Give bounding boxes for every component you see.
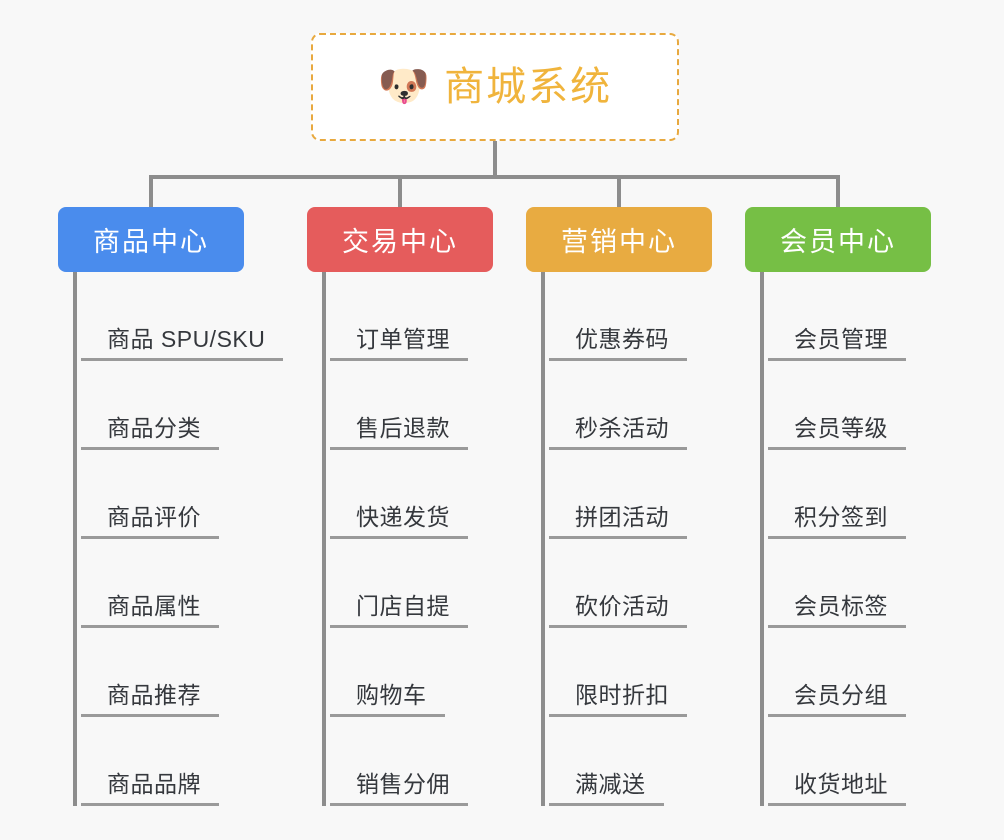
category-column-member-center: 会员中心 会员管理 会员等级 积分签到 会员标签 会员分组 收货地址: [745, 207, 931, 806]
leaf-label: 会员等级: [768, 415, 906, 450]
leaf-label: 满减送: [549, 771, 664, 806]
list-item[interactable]: 商品分类: [81, 361, 283, 450]
list-item[interactable]: 商品推荐: [81, 628, 283, 717]
connector-horizontal-bus: [149, 175, 839, 179]
leaf-label: 销售分佣: [330, 771, 468, 806]
category-title: 营销中心: [561, 227, 677, 257]
list-item[interactable]: 门店自提: [330, 539, 468, 628]
leaf-label: 商品品牌: [81, 771, 219, 806]
leaf-label: 购物车: [330, 682, 445, 717]
list-item[interactable]: 商品品牌: [81, 717, 283, 806]
leaf-label: 快递发货: [330, 504, 468, 539]
leaf-label: 砍价活动: [549, 593, 687, 628]
category-column-product-center: 商品中心 商品 SPU/SKU 商品分类 商品评价 商品属性 商品推荐 商品品牌: [58, 207, 284, 806]
list-item[interactable]: 商品属性: [81, 539, 283, 628]
category-column-trade-center: 交易中心 订单管理 售后退款 快递发货 门店自提 购物车 销售分佣: [307, 207, 493, 806]
connector-drop-trade-center: [398, 175, 402, 209]
list-item[interactable]: 会员标签: [768, 539, 906, 628]
leaf-label: 商品分类: [81, 415, 219, 450]
shiba-dog-face-icon: 🐶: [377, 62, 431, 109]
leaf-label: 拼团活动: [549, 504, 687, 539]
leaf-label: 会员标签: [768, 593, 906, 628]
list-item[interactable]: 收货地址: [768, 717, 906, 806]
leaf-label: 限时折扣: [549, 682, 687, 717]
leaf-list-product-center: 商品 SPU/SKU 商品分类 商品评价 商品属性 商品推荐 商品品牌: [73, 272, 284, 806]
leaf-label: 商品属性: [81, 593, 219, 628]
root-node-title: 商城系统: [444, 65, 613, 109]
leaf-label: 收货地址: [768, 771, 906, 806]
category-header-trade-center[interactable]: 交易中心: [307, 207, 493, 272]
list-item[interactable]: 砍价活动: [549, 539, 687, 628]
category-header-product-center[interactable]: 商品中心: [58, 207, 244, 272]
list-item[interactable]: 订单管理: [330, 272, 468, 361]
leaf-list-trade-center: 订单管理 售后退款 快递发货 门店自提 购物车 销售分佣: [322, 272, 468, 806]
list-item[interactable]: 快递发货: [330, 450, 468, 539]
leaf-label: 积分签到: [768, 504, 906, 539]
list-item[interactable]: 会员分组: [768, 628, 906, 717]
list-item[interactable]: 拼团活动: [549, 450, 687, 539]
leaf-list-member-center: 会员管理 会员等级 积分签到 会员标签 会员分组 收货地址: [760, 272, 906, 806]
connector-drop-member-center: [836, 175, 840, 209]
list-item[interactable]: 优惠券码: [549, 272, 687, 361]
list-item[interactable]: 会员等级: [768, 361, 906, 450]
category-header-member-center[interactable]: 会员中心: [745, 207, 931, 272]
list-item[interactable]: 秒杀活动: [549, 361, 687, 450]
category-column-marketing-center: 营销中心 优惠券码 秒杀活动 拼团活动 砍价活动 限时折扣 满减送: [526, 207, 712, 806]
list-item[interactable]: 会员管理: [768, 272, 906, 361]
leaf-label: 会员分组: [768, 682, 906, 717]
list-item[interactable]: 售后退款: [330, 361, 468, 450]
leaf-label: 订单管理: [330, 326, 468, 361]
leaf-label: 门店自提: [330, 593, 468, 628]
list-item[interactable]: 积分签到: [768, 450, 906, 539]
leaf-label: 会员管理: [768, 326, 906, 361]
connector-root-stem: [493, 141, 497, 179]
list-item[interactable]: 商品评价: [81, 450, 283, 539]
leaf-label: 秒杀活动: [549, 415, 687, 450]
category-title: 交易中心: [342, 227, 458, 257]
connector-drop-product-center: [149, 175, 153, 209]
leaf-label: 优惠券码: [549, 326, 687, 361]
leaf-label: 商品推荐: [81, 682, 219, 717]
leaf-label: 商品评价: [81, 504, 219, 539]
list-item[interactable]: 销售分佣: [330, 717, 468, 806]
category-header-marketing-center[interactable]: 营销中心: [526, 207, 712, 272]
connector-drop-marketing-center: [617, 175, 621, 209]
leaf-label: 售后退款: [330, 415, 468, 450]
list-item[interactable]: 满减送: [549, 717, 687, 806]
root-node-mall-system[interactable]: 🐶 商城系统: [311, 33, 679, 141]
list-item[interactable]: 商品 SPU/SKU: [81, 272, 284, 361]
leaf-list-marketing-center: 优惠券码 秒杀活动 拼团活动 砍价活动 限时折扣 满减送: [541, 272, 687, 806]
category-title: 商品中心: [93, 227, 209, 257]
list-item[interactable]: 购物车: [330, 628, 468, 717]
leaf-label: 商品 SPU/SKU: [81, 326, 284, 361]
list-item[interactable]: 限时折扣: [549, 628, 687, 717]
category-title: 会员中心: [780, 227, 896, 257]
